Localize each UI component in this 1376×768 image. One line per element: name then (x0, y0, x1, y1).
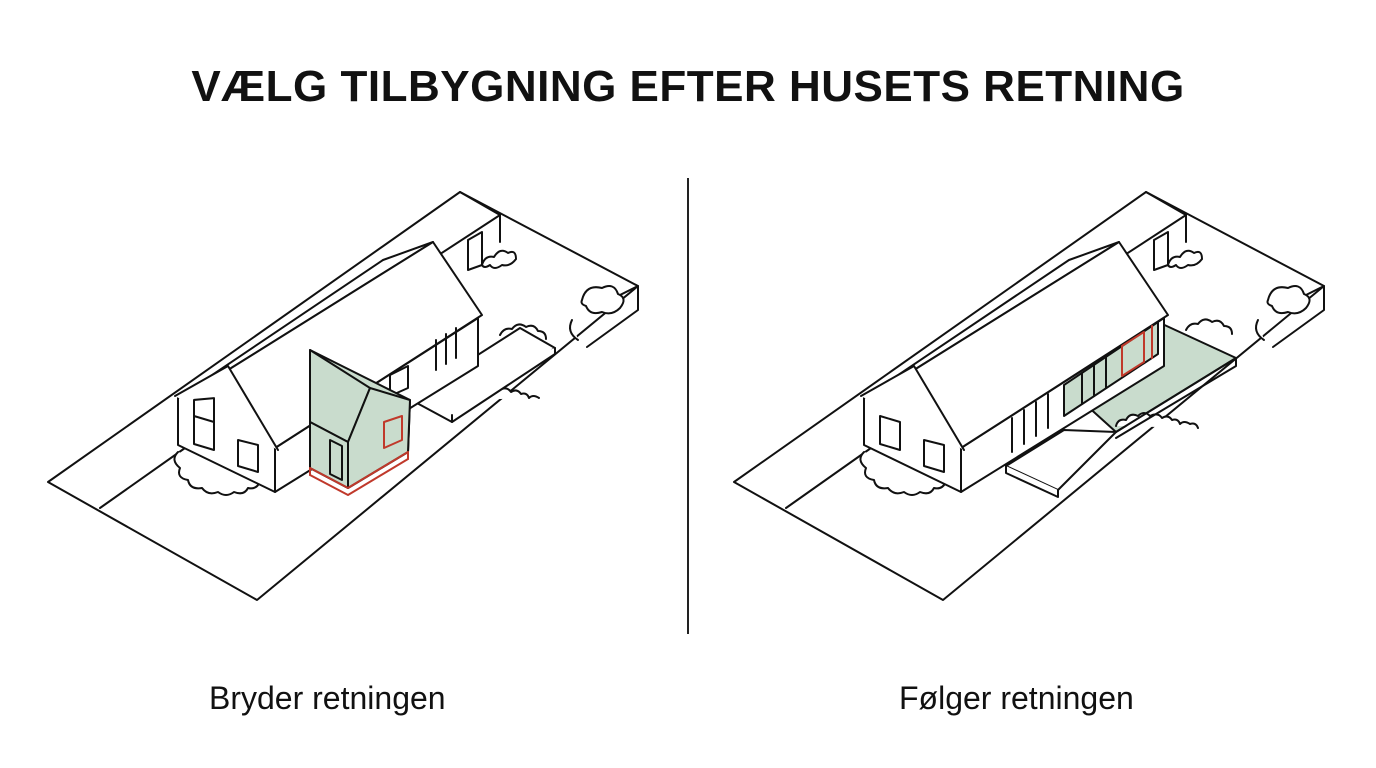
caption-follows-direction: Følger retningen (899, 680, 1134, 716)
main-house (860, 241, 1169, 493)
extension-highlight (309, 349, 411, 496)
diagram-follows-direction (696, 170, 1356, 640)
extension-glazing (1063, 321, 1159, 417)
bush-icon (859, 249, 1311, 496)
divider (687, 178, 689, 634)
page-title: VÆLG TILBYGNING EFTER HUSETS RETNING (191, 62, 1185, 111)
caption-breaks-direction: Bryder retningen (209, 680, 446, 716)
terrace (414, 327, 556, 423)
diagram-breaks-direction (10, 170, 670, 640)
bush-icon (173, 249, 625, 496)
terrace (1005, 429, 1117, 498)
